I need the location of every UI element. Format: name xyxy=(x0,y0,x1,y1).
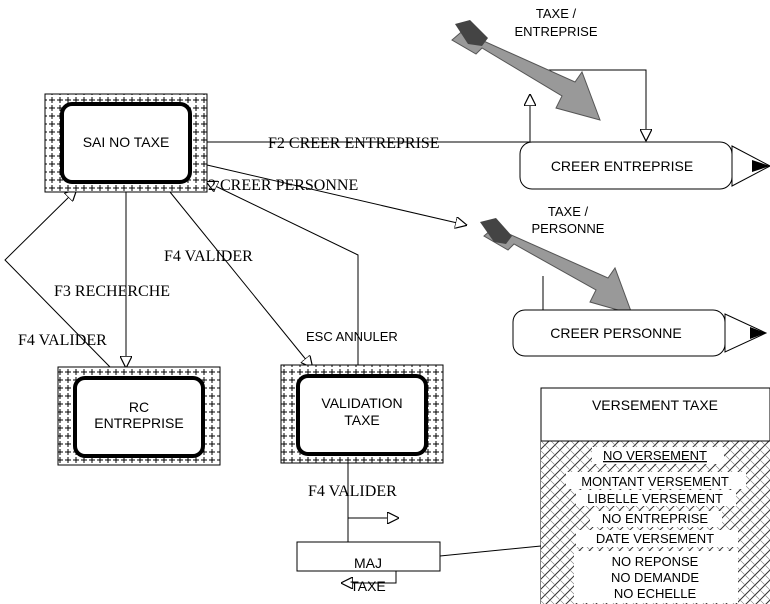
sai-no-taxe-label: SAI NO TAXE xyxy=(83,134,170,150)
versement-taxe-title: VERSEMENT TAXE xyxy=(592,397,718,413)
versement-field: NO VERSEMENT xyxy=(603,448,707,463)
taxe-personne-line1: TAXE / xyxy=(548,204,589,219)
taxe-personne-line2: PERSONNE xyxy=(532,221,605,236)
creer-personne-label: CREER PERSONNE xyxy=(550,325,681,341)
f3-recherche-label: F3 RECHERCHE xyxy=(54,283,170,300)
f2-personne-connector xyxy=(207,165,466,225)
creer-entreprise-label: CREER ENTREPRISE xyxy=(551,158,693,174)
maj-taxe-line2: TAXE xyxy=(350,578,386,594)
versement-field: LIBELLE VERSEMENT xyxy=(587,491,723,506)
f2-creer-entreprise-label: F2 CREER ENTREPRISE xyxy=(268,135,440,152)
validation-taxe-line2: TAXE xyxy=(344,412,380,428)
maj-to-versement-connector xyxy=(440,546,541,556)
f4-mid-connector xyxy=(170,192,312,367)
versement-field: DATE VERSEMENT xyxy=(596,531,714,546)
versement-field: NO ECHELLE xyxy=(614,586,697,601)
esc-annuler-label: ESC ANNULER xyxy=(306,329,398,344)
f4-valider-left-label: F4 VALIDER xyxy=(18,332,107,349)
maj-taxe-line1: MAJ xyxy=(354,555,382,571)
versement-field: NO REPONSE xyxy=(612,554,699,569)
versement-field: NO ENTREPRISE xyxy=(602,511,709,526)
rc-entreprise-line1: RC xyxy=(129,399,149,415)
rc-entreprise-line2: ENTREPRISE xyxy=(94,415,183,431)
f4-valider-bottom-label: F4 VALIDER xyxy=(308,483,397,500)
f2-creer-personne-label: 2 CREER PERSONNE xyxy=(208,177,358,194)
taxe-entreprise-line1: TAXE / xyxy=(536,6,577,21)
versement-field: NO DEMANDE xyxy=(611,570,699,585)
taxe-entreprise-line2: ENTREPRISE xyxy=(514,24,597,39)
validation-taxe-line1: VALIDATION xyxy=(321,395,402,411)
f4-valider-mid-label: F4 VALIDER xyxy=(164,248,253,265)
versement-field: MONTANT VERSEMENT xyxy=(581,474,729,489)
